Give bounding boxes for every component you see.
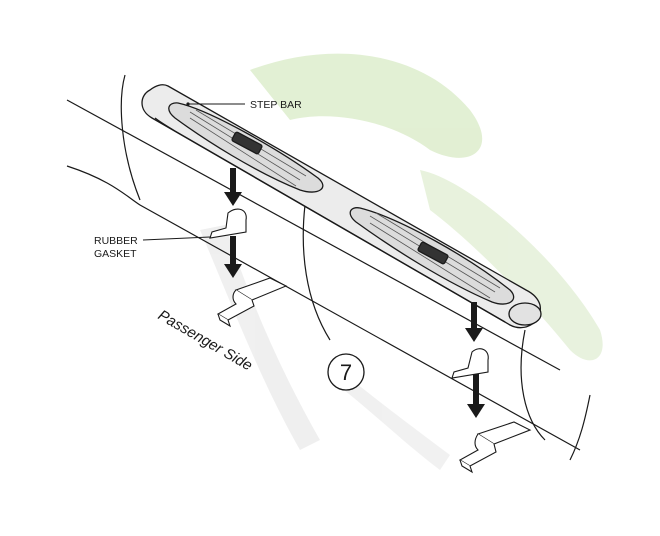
- down-arrow-icon: [224, 236, 242, 278]
- mounting-bracket-rear: [458, 421, 532, 474]
- step-bar-label: STEP BAR: [250, 99, 302, 111]
- watermark: [200, 53, 603, 470]
- brand-logo: [417, 241, 449, 265]
- step-number-badge: 7: [327, 353, 365, 391]
- down-arrow-icon: [224, 168, 242, 206]
- rubber-gasket-leader: [142, 236, 211, 241]
- rubber-gasket-front: [209, 208, 247, 239]
- vehicle-body: [66, 74, 591, 461]
- rubber-gasket-rear: [451, 348, 489, 379]
- down-arrow-icon: [467, 368, 485, 418]
- rubber-gasket-label-line2: GASKET: [94, 248, 137, 260]
- down-arrow-icon: [465, 302, 483, 342]
- mounting-bracket-front: [216, 277, 288, 328]
- step-number: 7: [340, 360, 352, 385]
- rubber-gasket-label-line1: RUBBER: [94, 235, 138, 247]
- brand-logo: [231, 131, 263, 155]
- step-bar: [141, 84, 542, 329]
